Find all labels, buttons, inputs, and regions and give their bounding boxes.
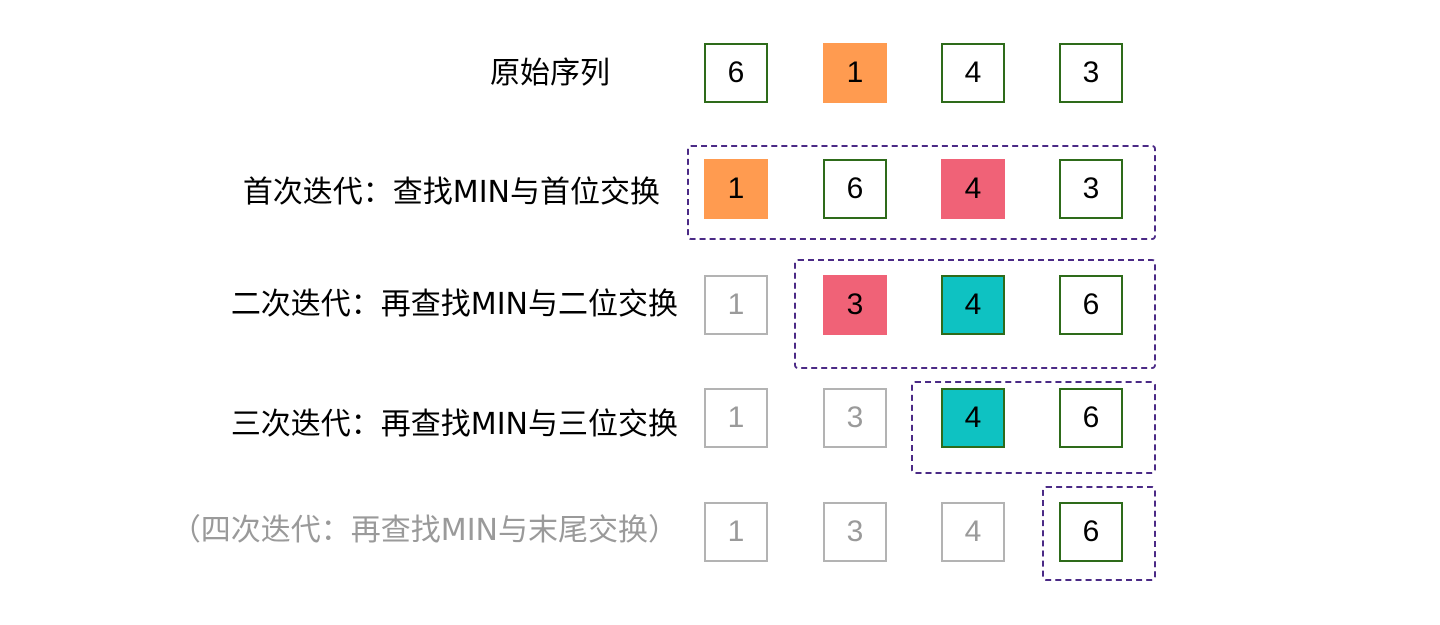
cell-r4-c1: 3 xyxy=(823,502,887,562)
cell-r1-c0: 1 xyxy=(704,159,768,219)
row-label-iteration-4: （四次迭代：再查找MIN与末尾交换） xyxy=(170,513,678,548)
cell-r3-c1: 3 xyxy=(823,388,887,448)
cell-r4-c0: 1 xyxy=(704,502,768,562)
cell-r4-c2: 4 xyxy=(941,502,1005,562)
cell-r2-c0: 1 xyxy=(704,275,768,335)
active-range-frame-2 xyxy=(794,259,1156,369)
cell-r3-c0: 1 xyxy=(704,388,768,448)
cell-r0-c1: 1 xyxy=(823,43,887,103)
cell-r2-c1: 3 xyxy=(823,275,887,335)
cell-r0-c0: 6 xyxy=(704,43,768,103)
active-range-frame-3 xyxy=(911,381,1156,474)
active-range-frame-1 xyxy=(687,145,1156,240)
row-label-iteration-3: 三次迭代：再查找MIN与三位交换 xyxy=(230,407,678,442)
cell-r1-c1: 6 xyxy=(823,159,887,219)
cell-r2-c3: 6 xyxy=(1059,275,1123,335)
cell-r3-c3: 6 xyxy=(1059,388,1123,448)
active-range-frame-4 xyxy=(1042,486,1156,581)
cell-r3-c2: 4 xyxy=(941,388,1005,448)
cell-r0-c3: 3 xyxy=(1059,43,1123,103)
cell-r0-c2: 4 xyxy=(941,43,1005,103)
cell-r1-c2: 4 xyxy=(941,159,1005,219)
row-label-iteration-1: 首次迭代：查找MIN与首位交换 xyxy=(242,175,660,210)
cell-r1-c3: 3 xyxy=(1059,159,1123,219)
row-label-iteration-2: 二次迭代：再查找MIN与二位交换 xyxy=(230,287,678,322)
cell-r4-c3: 6 xyxy=(1059,502,1123,562)
row-label-original: 原始序列 xyxy=(490,56,610,91)
cell-r2-c2: 4 xyxy=(941,275,1005,335)
